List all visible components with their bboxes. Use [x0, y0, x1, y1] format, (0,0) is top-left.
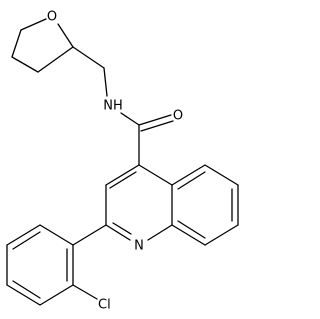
bond-thf-c5-c4 [11, 29, 22, 58]
bond-thf-c3-c2 [37, 46, 74, 73]
bond-carbonyl-o-b [140, 120, 174, 132]
bond-c2-ch2 [72, 46, 105, 69]
bond-c2-aryl [72, 224, 107, 246]
bond-c4a-c5 [171, 164, 206, 186]
bond-c8-c8a [171, 224, 206, 246]
bond-thf-c2-o [57, 23, 74, 48]
bond-ph2-cl [72, 284, 98, 300]
bond-n-carbonyl [120, 112, 140, 126]
chlorophenyl-ring [6, 224, 107, 306]
bond-c4a-c4 [138, 164, 173, 186]
atom-label-chlorine: Cl [98, 298, 111, 313]
bond-thf-c4-c3 [11, 56, 39, 73]
bond-ph3-ph4 [6, 284, 41, 306]
bond-ph2-ph3 [39, 284, 74, 306]
bond-c4a-c5-inner [177, 171, 206, 190]
tetrahydrofuran-ring [11, 18, 74, 73]
atom-labels: O NH O N Cl [47, 10, 183, 313]
bond-ph3-ph4-inner [12, 280, 41, 299]
bond-n1-c8a [147, 224, 173, 241]
bond-c5-c6 [204, 164, 239, 186]
bond-ph5-ph6-inner [12, 231, 41, 250]
quinoline-benzo-ring [171, 164, 239, 246]
bond-ph5-ph6 [6, 224, 41, 246]
bond-c4-c3-b [109, 171, 137, 189]
chemical-structure-diagram: O NH O N Cl [6, 10, 239, 313]
bond-c4-c3-a [105, 164, 140, 186]
atom-label-oxygen-ring: O [47, 10, 57, 25]
bond-c2-n1-b [112, 222, 132, 235]
bond-ch2-n [103, 67, 108, 97]
atom-label-amide-nh: NH [103, 99, 123, 114]
atom-label-carbonyl-oxygen: O [173, 109, 183, 124]
bond-c8-c8a-inner [177, 220, 206, 239]
bond-thf-o-c5 [20, 18, 47, 31]
atom-label-quinoline-nitrogen: N [134, 239, 144, 254]
quinoline-pyridine-ring [105, 164, 173, 241]
bond-ph6-ph1 [39, 224, 74, 246]
bond-carbonyl-o-a [138, 114, 172, 126]
amide-linker [72, 46, 174, 166]
bond-c2-n1-a [105, 224, 131, 241]
bond-c7-c8 [204, 224, 239, 246]
